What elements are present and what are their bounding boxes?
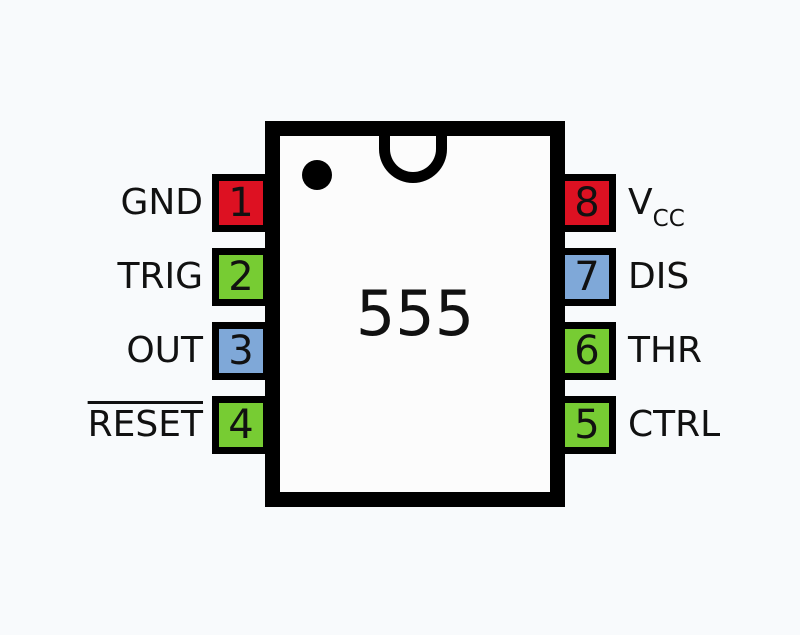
pin-label-reset: RESET <box>88 396 203 454</box>
pin-number: 2 <box>228 254 254 300</box>
chip-label: 555 <box>355 277 475 350</box>
pin-box-6: 6 <box>558 322 616 380</box>
pin-number: 8 <box>574 180 600 226</box>
pin-label-vcc: VCC <box>628 174 685 232</box>
pin-label-text: TRIG <box>117 256 203 297</box>
pin-number: 5 <box>574 402 600 448</box>
pin-label-trig: TRIG <box>117 248 203 306</box>
pin-number: 1 <box>228 180 254 226</box>
pin-box-5: 5 <box>558 396 616 454</box>
pin-box-1: 1 <box>212 174 270 232</box>
pin1-dot-icon <box>302 160 332 190</box>
pin-label-out: OUT <box>126 322 203 380</box>
pin-label-text: OUT <box>126 330 203 371</box>
pin-label-text: V <box>628 182 653 223</box>
pin-box-4: 4 <box>212 396 270 454</box>
pin-number: 4 <box>228 402 254 448</box>
pin-label-ctrl: CTRL <box>628 396 720 454</box>
pin-box-8: 8 <box>558 174 616 232</box>
pin-label-text: THR <box>628 330 703 371</box>
pin-label-subscript: CC <box>652 206 685 232</box>
pin-label-text: RESET <box>87 404 203 445</box>
pin-label-text: CTRL <box>628 404 721 445</box>
pin-number: 7 <box>574 254 600 300</box>
pin-box-7: 7 <box>558 248 616 306</box>
pin-label-gnd: GND <box>120 174 203 232</box>
pin-label-text: DIS <box>628 256 690 297</box>
pin-number: 6 <box>574 328 600 374</box>
pin-label-text: GND <box>120 182 203 223</box>
pin-number: 3 <box>228 328 254 374</box>
pin-label-thr: THR <box>628 322 702 380</box>
pin-box-3: 3 <box>212 322 270 380</box>
pin-box-2: 2 <box>212 248 270 306</box>
pin-label-dis: DIS <box>628 248 689 306</box>
